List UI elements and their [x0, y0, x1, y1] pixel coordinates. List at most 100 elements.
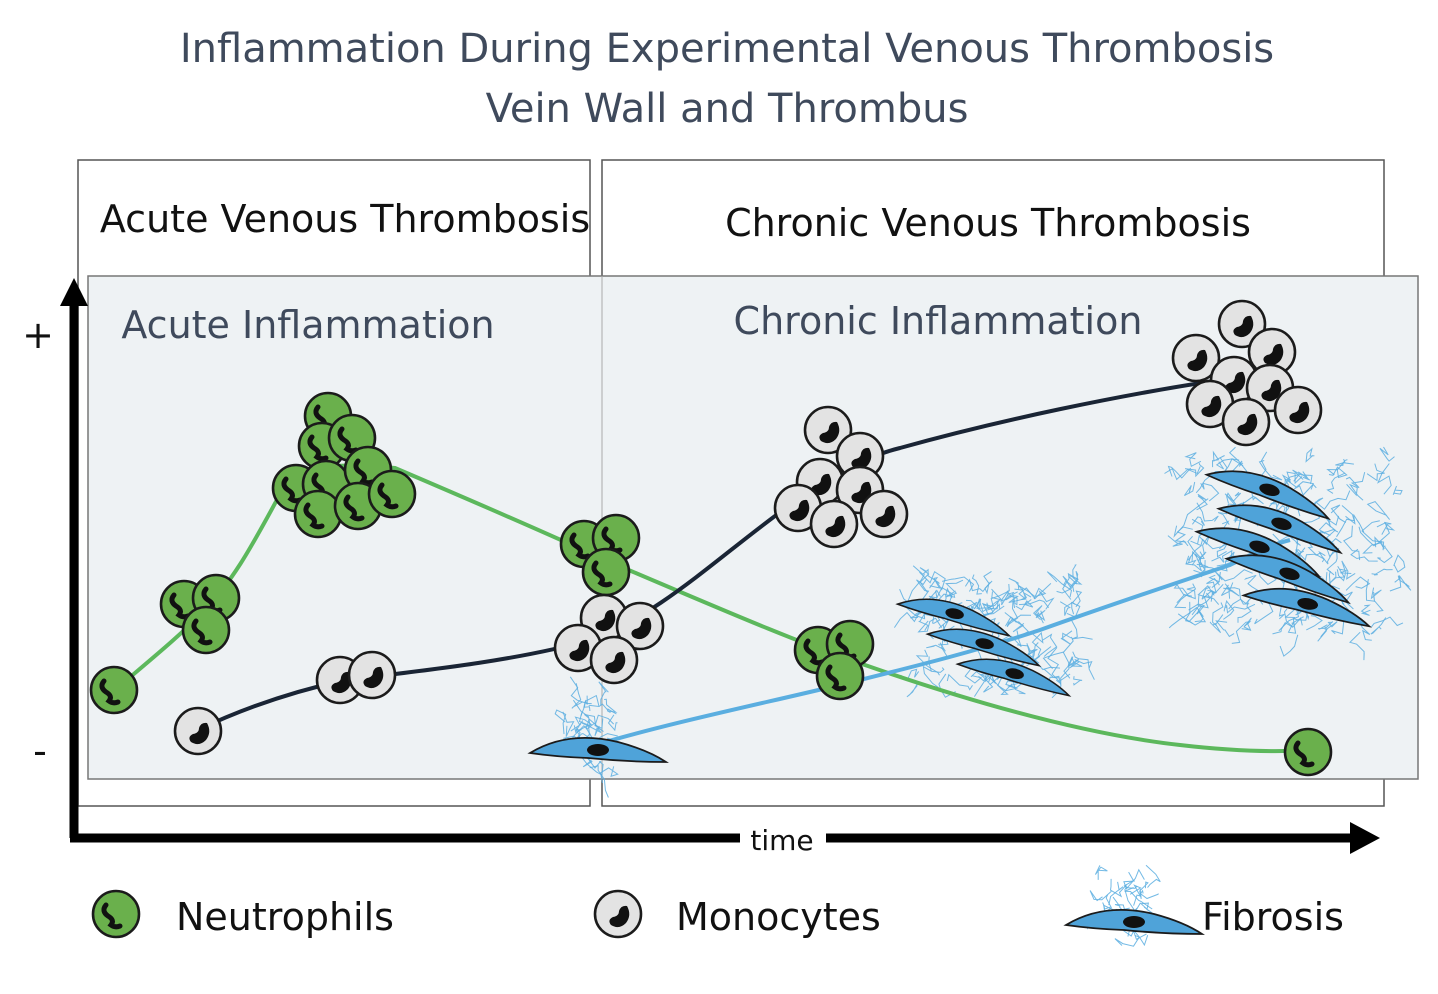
- fibrosis-fiber: [1059, 601, 1074, 616]
- fibrosis-fiber: [1071, 620, 1093, 640]
- fibrosis-fiber: [1187, 535, 1202, 566]
- fibrosis-fiber: [1339, 560, 1356, 580]
- fibrosis-fiber: [971, 574, 982, 595]
- fibrosis-fiber: [916, 578, 930, 602]
- fibrosis-fiber: [1292, 469, 1313, 485]
- fibrosis-fiber: [1226, 587, 1250, 605]
- fibrosis-fiber: [1318, 624, 1328, 630]
- fibrosis-fiber: [554, 709, 567, 735]
- fibrosis-fiber: [584, 714, 604, 732]
- fibrosis-fiber: [1365, 579, 1384, 612]
- fibrosis-fiber: [991, 670, 1013, 695]
- fibrosis-fiber: [1035, 609, 1046, 624]
- fibrosis-fiber: [1335, 458, 1354, 466]
- fibrosis-fiber: [607, 714, 618, 732]
- fibrosis-fiber: [1223, 599, 1235, 620]
- fibrosis-fiber: [915, 649, 940, 676]
- fibrosis-fiber: [1072, 564, 1083, 585]
- fibrosis-fiber: [1211, 549, 1233, 563]
- fibrosis-fiber: [1197, 592, 1211, 609]
- fibrosis-fiber: [1225, 603, 1256, 614]
- legend: Neutrophils Monocytes Fibrosis: [93, 864, 1344, 947]
- fibrosis-fiber: [1241, 617, 1252, 632]
- fibrosis-fiber: [1191, 516, 1205, 526]
- fibrosis-fiber: [588, 703, 617, 715]
- fibrosis-fiber: [1306, 615, 1323, 631]
- neutrophil-cluster-1: [91, 667, 137, 713]
- fibrosis-fiber: [1183, 481, 1196, 496]
- fibrosis-fiber: [1320, 621, 1338, 638]
- fibrosis-fiber: [1063, 656, 1075, 679]
- fibrosis-fiber: [598, 681, 609, 706]
- fibrosis-fiber: [1068, 656, 1083, 667]
- fibrosis-fiber: [1328, 466, 1348, 479]
- fibrosis-fiber: [1196, 493, 1208, 511]
- fibrosis-fiber: [917, 617, 943, 633]
- fibrosis-fiber: [1174, 583, 1197, 609]
- fibrosis-fiber: [1315, 490, 1351, 510]
- fibrosis-fiber: [986, 583, 1010, 611]
- fibrosis-fiber: [1220, 584, 1240, 599]
- fibrosis-fiber: [1069, 658, 1093, 669]
- fibrosis-fiber: [1215, 620, 1235, 638]
- fibrosis-fiber: [1371, 568, 1393, 576]
- fibrosis-fiber: [1362, 540, 1384, 554]
- fibrosis-fiber: [604, 698, 618, 714]
- fibrosis-fiber: [1145, 864, 1161, 888]
- fibrosis-fiber: [912, 565, 940, 584]
- fibrosis-fiber: [1132, 929, 1149, 947]
- fibrosis-fiber: [926, 642, 946, 652]
- fibrosis-fiber: [1370, 617, 1387, 635]
- fibrosis-fiber: [1094, 865, 1108, 880]
- fibrosis-fiber: [1124, 887, 1153, 910]
- y-axis-arrowhead: [60, 278, 88, 306]
- fibrosis-fiber: [1258, 460, 1283, 481]
- fibrosis-fiber: [1206, 577, 1220, 594]
- fibrosis-fiber: [581, 722, 602, 737]
- fibrosis-fiber: [1060, 630, 1073, 645]
- fibrosis-fiber: [1389, 575, 1410, 592]
- fibrosis-fiber: [945, 579, 964, 598]
- fibrosis-fiber: [1018, 584, 1047, 600]
- fibrosis-fiber: [1211, 450, 1225, 468]
- fibrosis-fiber: [983, 603, 1005, 616]
- fibrosis-fiber: [1360, 604, 1371, 616]
- fibrosis-fiber: [1318, 550, 1334, 565]
- fibrosis-fiber: [1018, 599, 1050, 608]
- legend-monocyte-swatch: [593, 889, 643, 939]
- fibrosis-fiber: [1326, 459, 1348, 476]
- y-axis-plus-label: +: [22, 313, 54, 357]
- fibrosis-fiber: [1306, 539, 1325, 563]
- fibrosis-fiber: [1129, 884, 1142, 906]
- fibrosis-fiber: [970, 670, 994, 693]
- fibrosis-fiber: [1327, 566, 1346, 586]
- neutrophil-cluster-6: [1285, 729, 1331, 775]
- fibrosis-fiber: [1174, 526, 1193, 543]
- fibrosis-fiber: [578, 753, 604, 776]
- fibrosis-fiber: [1343, 525, 1361, 561]
- fibrosis-fiber: [1374, 522, 1391, 548]
- fibrosis-fiber: [1345, 576, 1371, 591]
- fibrosis-fiber: [583, 695, 591, 712]
- fibrosis-fiber: [941, 576, 975, 592]
- fibrosis-fiber: [1283, 608, 1303, 628]
- fibrosis-fiber: [1349, 631, 1365, 661]
- fibrosis-fiber: [1224, 491, 1242, 505]
- fibrosis-fiber: [1139, 889, 1159, 900]
- x-axis-arrowhead: [1350, 822, 1380, 854]
- fibrosis-fiber: [572, 699, 591, 727]
- legend-neutrophil-swatch: [93, 891, 139, 937]
- fibrosis-fiber: [1167, 465, 1192, 479]
- fibrosis-fiber: [1072, 651, 1095, 680]
- fibrosis-fiber: [594, 714, 615, 729]
- fibrosis-fiber: [1197, 533, 1211, 555]
- monocyte-cluster-1: [173, 706, 223, 756]
- fibrosis-fiber: [1139, 881, 1149, 899]
- fibrosis-fiber: [1330, 504, 1347, 524]
- fibrosis-fiber: [1123, 868, 1145, 890]
- fibrosis-fiber: [1212, 602, 1224, 626]
- legend-fibrosis-fibers: [1085, 864, 1161, 947]
- fibrosis-fiber: [1185, 555, 1203, 572]
- fibrosis-fiber: [964, 578, 991, 593]
- y-axis-minus-label: -: [33, 729, 47, 773]
